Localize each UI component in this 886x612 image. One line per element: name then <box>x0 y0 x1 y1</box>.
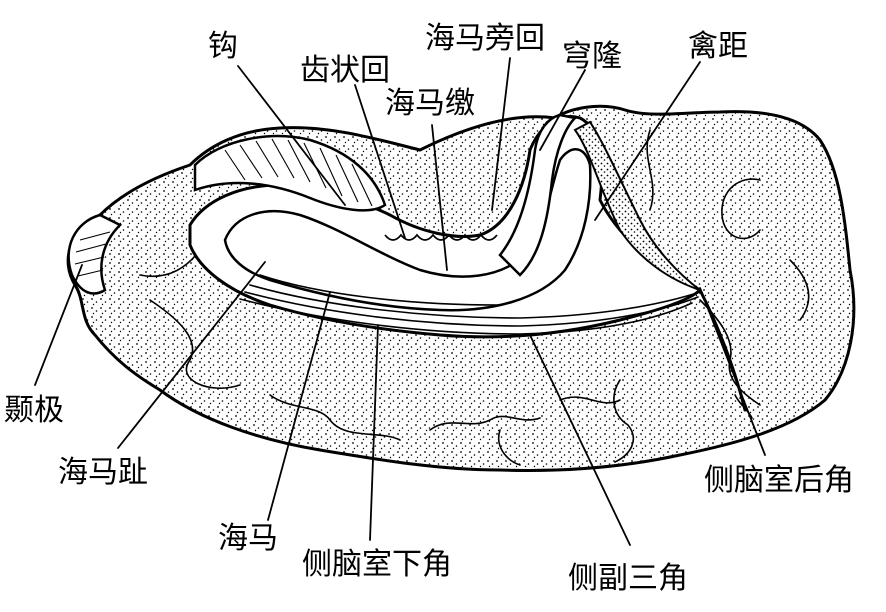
label-haimapanghui: 海马旁回 <box>425 21 545 56</box>
label-qionglong: 穹隆 <box>562 39 622 74</box>
dentate-gyrus-edge <box>384 233 498 241</box>
leader-qinju <box>594 61 701 221</box>
label-cefusanjiao: 侧副三角 <box>568 561 688 596</box>
brain-illustration <box>66 104 856 472</box>
fimbria-lines <box>239 274 701 335</box>
leader-nieji <box>34 264 83 386</box>
leader-haimazhi <box>431 124 448 271</box>
label-gou: 钩 <box>208 29 238 64</box>
labels: 钩 齿状回 海马旁回 穹隆 海马缴 禽距 颞极 海马趾 海马 侧脑室下角 侧脑室… <box>4 21 854 596</box>
label-chizhuanghui: 齿状回 <box>300 53 390 88</box>
hippocampus-body <box>223 148 592 312</box>
posterior-horn-fold <box>734 394 753 419</box>
label-celunaoshixiajiao: 侧脑室下角 <box>302 547 452 582</box>
temporal-pole-cap <box>67 213 123 295</box>
temporal-pole-hatching <box>74 231 111 277</box>
fornix-crus <box>498 113 578 277</box>
uncus-region <box>193 134 387 212</box>
label-celunaoshihoujiao: 侧脑室后角 <box>704 463 854 498</box>
leader-cefusanjiao <box>529 334 631 546</box>
leader-chizhuanghui <box>354 84 406 239</box>
label-haimazhi: 海马缴 <box>385 86 475 121</box>
leader-qionglong <box>539 69 586 151</box>
leader-haimazhi2 <box>117 261 266 449</box>
label-haima: 海马 <box>218 521 278 556</box>
leader-haima <box>267 291 331 521</box>
label-haimazhi2: 海马趾 <box>58 455 148 490</box>
leader-gou <box>237 65 346 206</box>
leader-celunaoshixiajiao <box>369 324 379 541</box>
leader-lines <box>34 57 766 546</box>
leader-haimapanghui <box>491 57 511 211</box>
label-nieji: 颞极 <box>4 393 64 428</box>
label-qinju: 禽距 <box>688 29 748 64</box>
leader-celunaoshihoujiao <box>699 287 766 456</box>
